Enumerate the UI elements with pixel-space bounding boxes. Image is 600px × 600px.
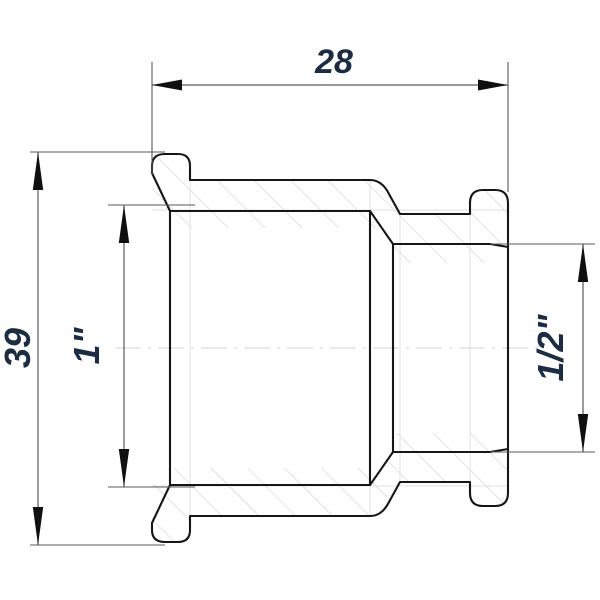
dimension-line-overall-length [152, 79, 508, 91]
section-hatching [152, 155, 508, 541]
part-outline-lower [150, 447, 510, 544]
dimension-label-overall-length: 28 [314, 43, 353, 81]
dimension-label-large-thread: 1" [66, 327, 107, 365]
bore-wall-lines [168, 211, 510, 485]
dimension-line-small-thread [577, 244, 589, 452]
part-outline-upper [150, 152, 510, 249]
dimension-label-small-thread: 1/2" [530, 314, 571, 382]
extension-lines [30, 62, 595, 546]
dimension-label-overall-height: 39 [0, 328, 38, 368]
dimension-line-overall-height [32, 152, 44, 545]
dimension-line-large-thread [118, 205, 130, 487]
